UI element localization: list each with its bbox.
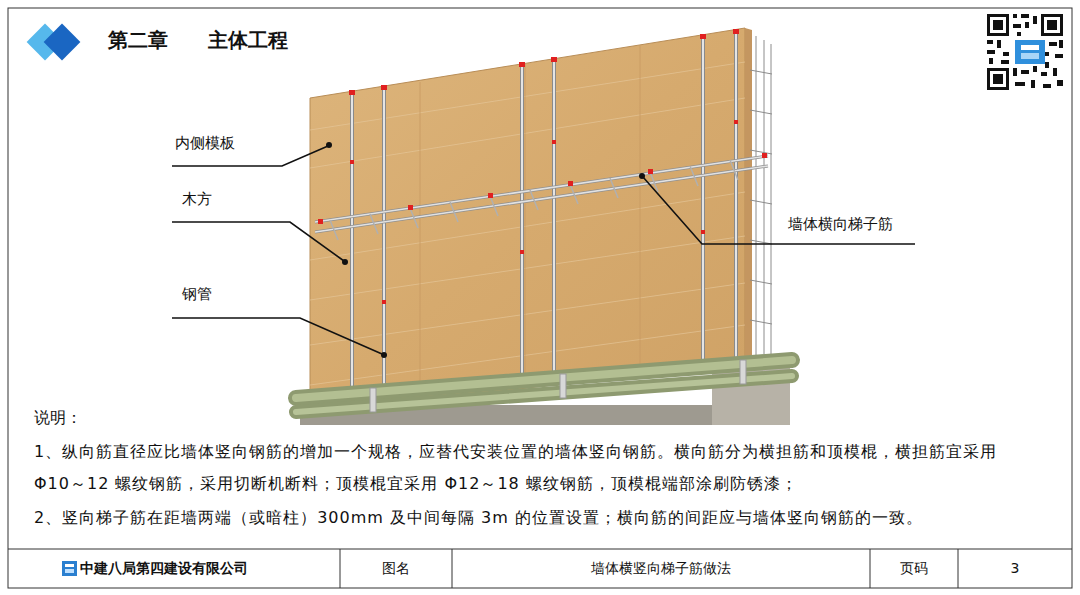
footer-divider [452,549,453,588]
footer-divider [958,549,959,588]
callout-label: 木方 [182,190,212,210]
company-logo [65,569,74,573]
leader-dot [326,142,332,148]
leader-line [172,146,915,354]
note-text: 1、纵向筋直径应比墙体竖向钢筋的增加一个规格，应替代安装位置的墙体竖向钢筋。横向… [34,436,1019,500]
footer-rule [8,549,1072,550]
header-icon [44,24,81,61]
note-heading: 说明： [34,408,82,429]
drawing-name: 墙体横竖向梯子筋做法 [452,559,870,577]
leader-dot [342,259,348,265]
callout-label: 墙体横向梯子筋 [788,215,893,235]
qr-code [985,12,1065,92]
company-logo [65,564,74,567]
company-logo [62,561,77,576]
callout-label: 钢管 [182,285,212,305]
wall-illustration [296,28,792,425]
company-name: 中建八局第四建设有限公司 [80,559,336,577]
table-cell: 页码 [870,559,958,577]
page-number: 3 [958,559,1072,577]
page-frame [8,8,1072,588]
chapter-title: 第二章 主体工程 [108,27,288,53]
note-text: 2、竖向梯子筋在距墙两端（或暗柱）300mm 及中间每隔 3m 的位置设置；横向… [34,502,1034,534]
leader-dot [639,173,645,179]
footer-divider [870,549,871,588]
leader-dot [381,352,387,358]
table-cell: 图名 [340,559,452,577]
footer-divider [340,549,341,588]
callout-label: 内侧模板 [175,134,235,154]
